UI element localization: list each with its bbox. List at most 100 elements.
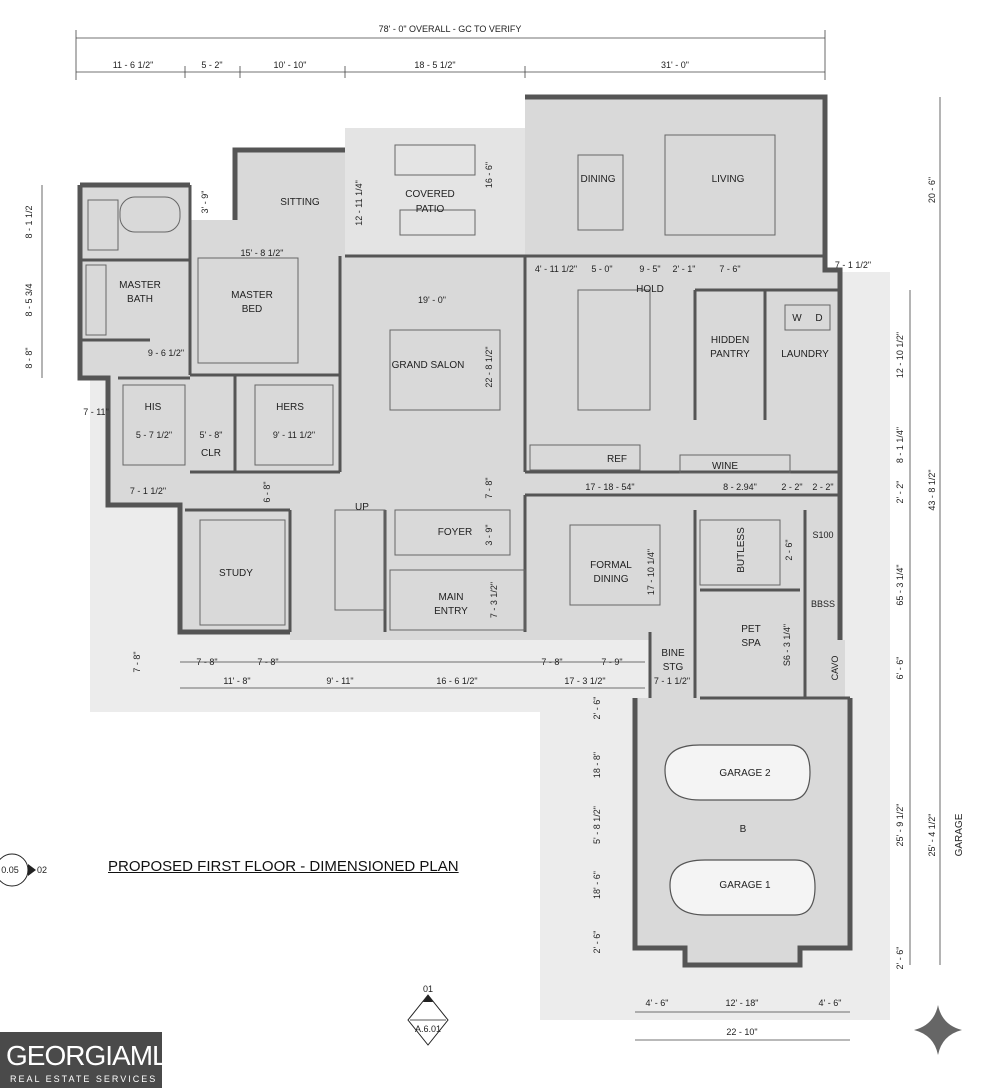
garage-side-label: GARAGE [954,813,965,856]
dim-formal-h: 17 - 10 1/4" [646,549,656,595]
dim-b2: 2 - 2" [781,482,802,492]
room-master-bed-1: MASTER [231,290,273,301]
dim-entry-h: 7 - 3 1/2" [489,582,499,618]
exterior-walls [77,94,853,968]
right-inner-4: 65 - 3 1/4" [895,564,905,605]
room-bbss: BBSS [811,599,835,609]
house-floor [80,97,850,965]
right-inner-1: 12 - 10 1/2" [895,332,905,378]
dim-hers-w: 9' - 11 1/2" [273,430,315,440]
dim-butless-h: 2 - 6" [784,539,794,560]
right-inner-7: 2' - 6" [895,947,905,970]
room-bine-stg-2: STG [663,662,684,673]
left-dim-5: 7 - 1 1/2" [130,486,166,496]
dim-bath-w: 9 - 6 1/2" [148,348,184,358]
left-dim-1: 8 - 1 1/2 [24,205,34,238]
room-s100: S100 [812,530,833,540]
top-dim-2: 5 - 2" [201,60,222,70]
left-dim-4: 7 - 11" [83,407,109,417]
room-hidden-pantry-1: HIDDEN [711,335,749,346]
dim-b3: 2 - 2" [812,482,833,492]
room-master-bed-2: BED [242,304,263,315]
washer-label: W [792,313,802,324]
callout-right: 02 [37,865,47,875]
room-his: HIS [145,402,162,413]
room-master-bath-2: BATH [127,294,153,305]
garage-left-3: 5' - 8 1/2" [592,806,602,844]
mid-dim-3: 9 - 5" [639,264,660,274]
dim-formal-w: 17 - 18 - 54" [585,482,634,492]
room-pet-spa-2: SPA [741,638,761,649]
bottom1-dim-2: 7 - 8" [257,657,278,667]
dryer-label: D [815,313,822,324]
room-formal-dining-2: DINING [594,574,629,585]
dim-patio-right: 16 - 6" [484,162,494,188]
room-covered-patio-2: PATIO [416,204,445,215]
garage-bottom-2: 12' - 18" [726,998,759,1008]
top-dim-1: 11 - 6 1/2" [113,60,154,70]
room-hidden-pantry-2: PANTRY [710,349,750,360]
room-ref: REF [607,454,627,465]
right-inner-2: 8 - 1 1/4" [895,427,905,463]
garage-left-2: 18 - 8" [592,752,602,778]
section-marker-bottom: A.6.01 [415,1024,441,1034]
top-dim-3: 10' - 10" [274,60,307,70]
room-butless: BUTLESS [736,527,747,573]
room-hers: HERS [276,402,304,413]
room-bine-stg-1: BINE [661,648,685,659]
compass-star-icon [914,1005,962,1055]
detail-callout [0,853,36,887]
bottom1-dim-1: 7 - 8" [196,657,217,667]
room-garage-2: GARAGE 2 [719,768,771,779]
room-foyer: FOYER [438,527,472,538]
bottom-dimension-lines [180,661,850,1041]
section-marker [407,994,449,1046]
logo-main-text: GEORGIAMLS [6,1040,185,1071]
garage-bottom-1: 4' - 6" [646,998,669,1008]
right-outer-3: 25' - 4 1/2" [927,814,937,857]
room-b: B [740,824,747,835]
left-dim-2: 8 - 5 3/4 [24,283,34,316]
furniture [85,134,831,631]
top-dim-5: 31' - 0" [661,60,689,70]
dim-kitchen-l: 7 - 8" [484,477,494,498]
right-inner-3: 2' - 2" [895,481,905,504]
mid-dim-2: 5 - 0" [591,264,612,274]
mid-dim-1: 4' - 11 1/2" [535,264,577,274]
dim-bed-w: 15' - 8 1/2" [241,248,284,258]
georgia-mls-logo: GEORGIAMLS REAL ESTATE SERVICES [0,1032,185,1088]
room-garage-1: GARAGE 1 [719,880,771,891]
room-pet-spa-1: PET [741,624,760,635]
top-dim-4: 18 - 5 1/2" [414,60,455,70]
dim-pet-h: S6 - 3 1/4" [782,624,792,666]
right-inner-6: 25' - 9 1/2" [895,804,905,847]
room-laundry: LAUNDRY [781,349,829,360]
garage-bottom-3: 4' - 6" [819,998,842,1008]
garage-width: 22 - 10" [726,1027,757,1037]
dim-foyer-h: 3 - 9" [484,524,494,545]
right-inner-5: 6' - 6" [895,657,905,680]
room-study: STUDY [219,568,253,579]
bottom1-dim-4: 7 - 9" [601,657,622,667]
bottom2-dim-2: 9' - 11" [326,676,353,686]
room-covered-patio-1: COVERED [405,189,454,200]
right-outer-2: 43 - 8 1/2" [927,469,937,510]
dim-patio-h: 12 - 11 1/4" [354,180,364,226]
garage-left-5: 2' - 6" [592,931,602,954]
callout-left: 0.05 [1,865,19,875]
bottom1-dim-3: 7 - 8" [541,657,562,667]
room-grand-salon: GRAND SALON [392,360,465,371]
right-outer-1: 20 - 6" [927,177,937,203]
room-dining: DINING [581,174,616,185]
bottom2-dim-5: 7 - 1 1/2" [654,676,690,686]
garage-left-1: 2' - 6" [592,697,602,720]
left-dim-6: 7 - 8" [132,651,142,672]
room-clr: CLR [201,448,221,459]
overall-dim: 78' - 0" OVERALL - GC TO VERIFY [379,24,522,34]
room-living: LIVING [712,174,745,185]
stair-up: UP [355,502,369,513]
mid-dim-6: 7 - 1 1/2" [835,260,871,270]
top-dimension-lines [75,30,826,80]
interior-walls [80,185,850,700]
